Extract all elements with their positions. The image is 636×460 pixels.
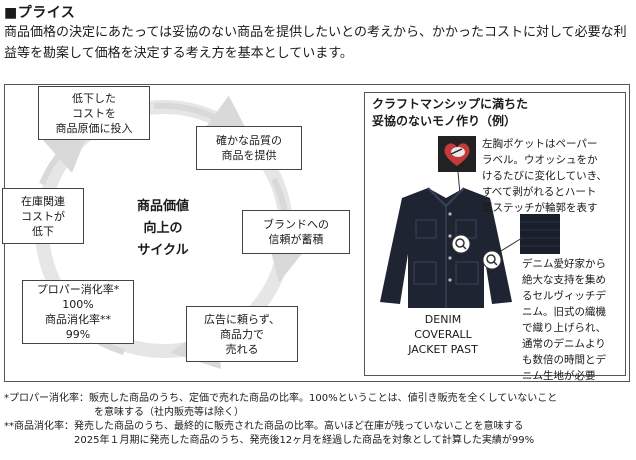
denim-jacket-photo bbox=[380, 187, 512, 308]
footnote-1-cont: を意味する（社内販売等は除く） bbox=[4, 407, 244, 418]
denim-description: デニム愛好家から 絶大な支持を集め るセルヴィッチデ ニム。旧式の織機 で織り上… bbox=[522, 258, 607, 382]
arrow-5 bbox=[39, 123, 92, 186]
cycle-box-text: 在庫関連 コストが 低下 bbox=[21, 194, 65, 238]
denim-swatch-photo bbox=[520, 214, 560, 254]
cycle-box-text: ブランドへの 信頼が蓄積 bbox=[263, 218, 329, 246]
footnote-1: *プロパー消化率：販売した商品のうち、定価で売れた商品の比率。100%ということ… bbox=[4, 393, 558, 404]
cycle-box-quality: 確かな品質の 商品を提供 bbox=[196, 126, 302, 170]
cycle-box-sellthrough: プロパー消化率* 100% 商品消化率** 99% bbox=[22, 280, 134, 344]
arrow-1 bbox=[153, 95, 254, 144]
intro-paragraph: 商品価格の決定にあたっては妥協のない商品を提供したいとの考えから、かかったコスト… bbox=[4, 25, 627, 61]
cycle-box-cost-investment: 低下した コストを 商品原価に投入 bbox=[38, 86, 150, 140]
cycle-box-text: 低下した コストを 商品原価に投入 bbox=[55, 91, 133, 135]
product-label: DENIM COVERALL JACKET PAST bbox=[408, 313, 478, 356]
cycle-box-brand-trust: ブランドへの 信頼が蓄積 bbox=[242, 210, 350, 254]
pocket-description: 左胸ポケットはペーパー ラベル。ウオッシュをか けるたびに変化していき、 すべて… bbox=[482, 138, 607, 214]
magnify-icon[interactable] bbox=[482, 250, 502, 270]
cycle-box-no-ads: 広告に頼らず、 商品力で 売れる bbox=[186, 306, 298, 362]
example-panel-title: クラフトマンシップに満ちた 妥協のないモノ作り（例） bbox=[372, 97, 529, 128]
section-heading: ■プライス bbox=[4, 5, 76, 21]
magnify-icon[interactable] bbox=[451, 234, 471, 254]
footnote-2-cont: 2025年１月期に発売した商品のうち、発売後12ヶ月を経過した商品を対象として計… bbox=[4, 435, 535, 446]
cycle-box-text: 確かな品質の 商品を提供 bbox=[216, 134, 282, 162]
example-panel bbox=[364, 92, 626, 376]
cycle-box-text: プロパー消化率* 100% 商品消化率** 99% bbox=[36, 283, 120, 341]
cycle-center-title: 商品価値 向上の サイクル bbox=[136, 199, 189, 258]
cycle-box-text: 広告に頼らず、 商品力で 売れる bbox=[203, 312, 280, 356]
cycle-box-inventory-cost: 在庫関連 コストが 低下 bbox=[2, 188, 84, 244]
pocket-label-photo bbox=[438, 136, 476, 172]
footnote-2: **商品消化率：発売した商品のうち、最終的に販売された商品の比率。高いほど在庫が… bbox=[4, 421, 524, 432]
